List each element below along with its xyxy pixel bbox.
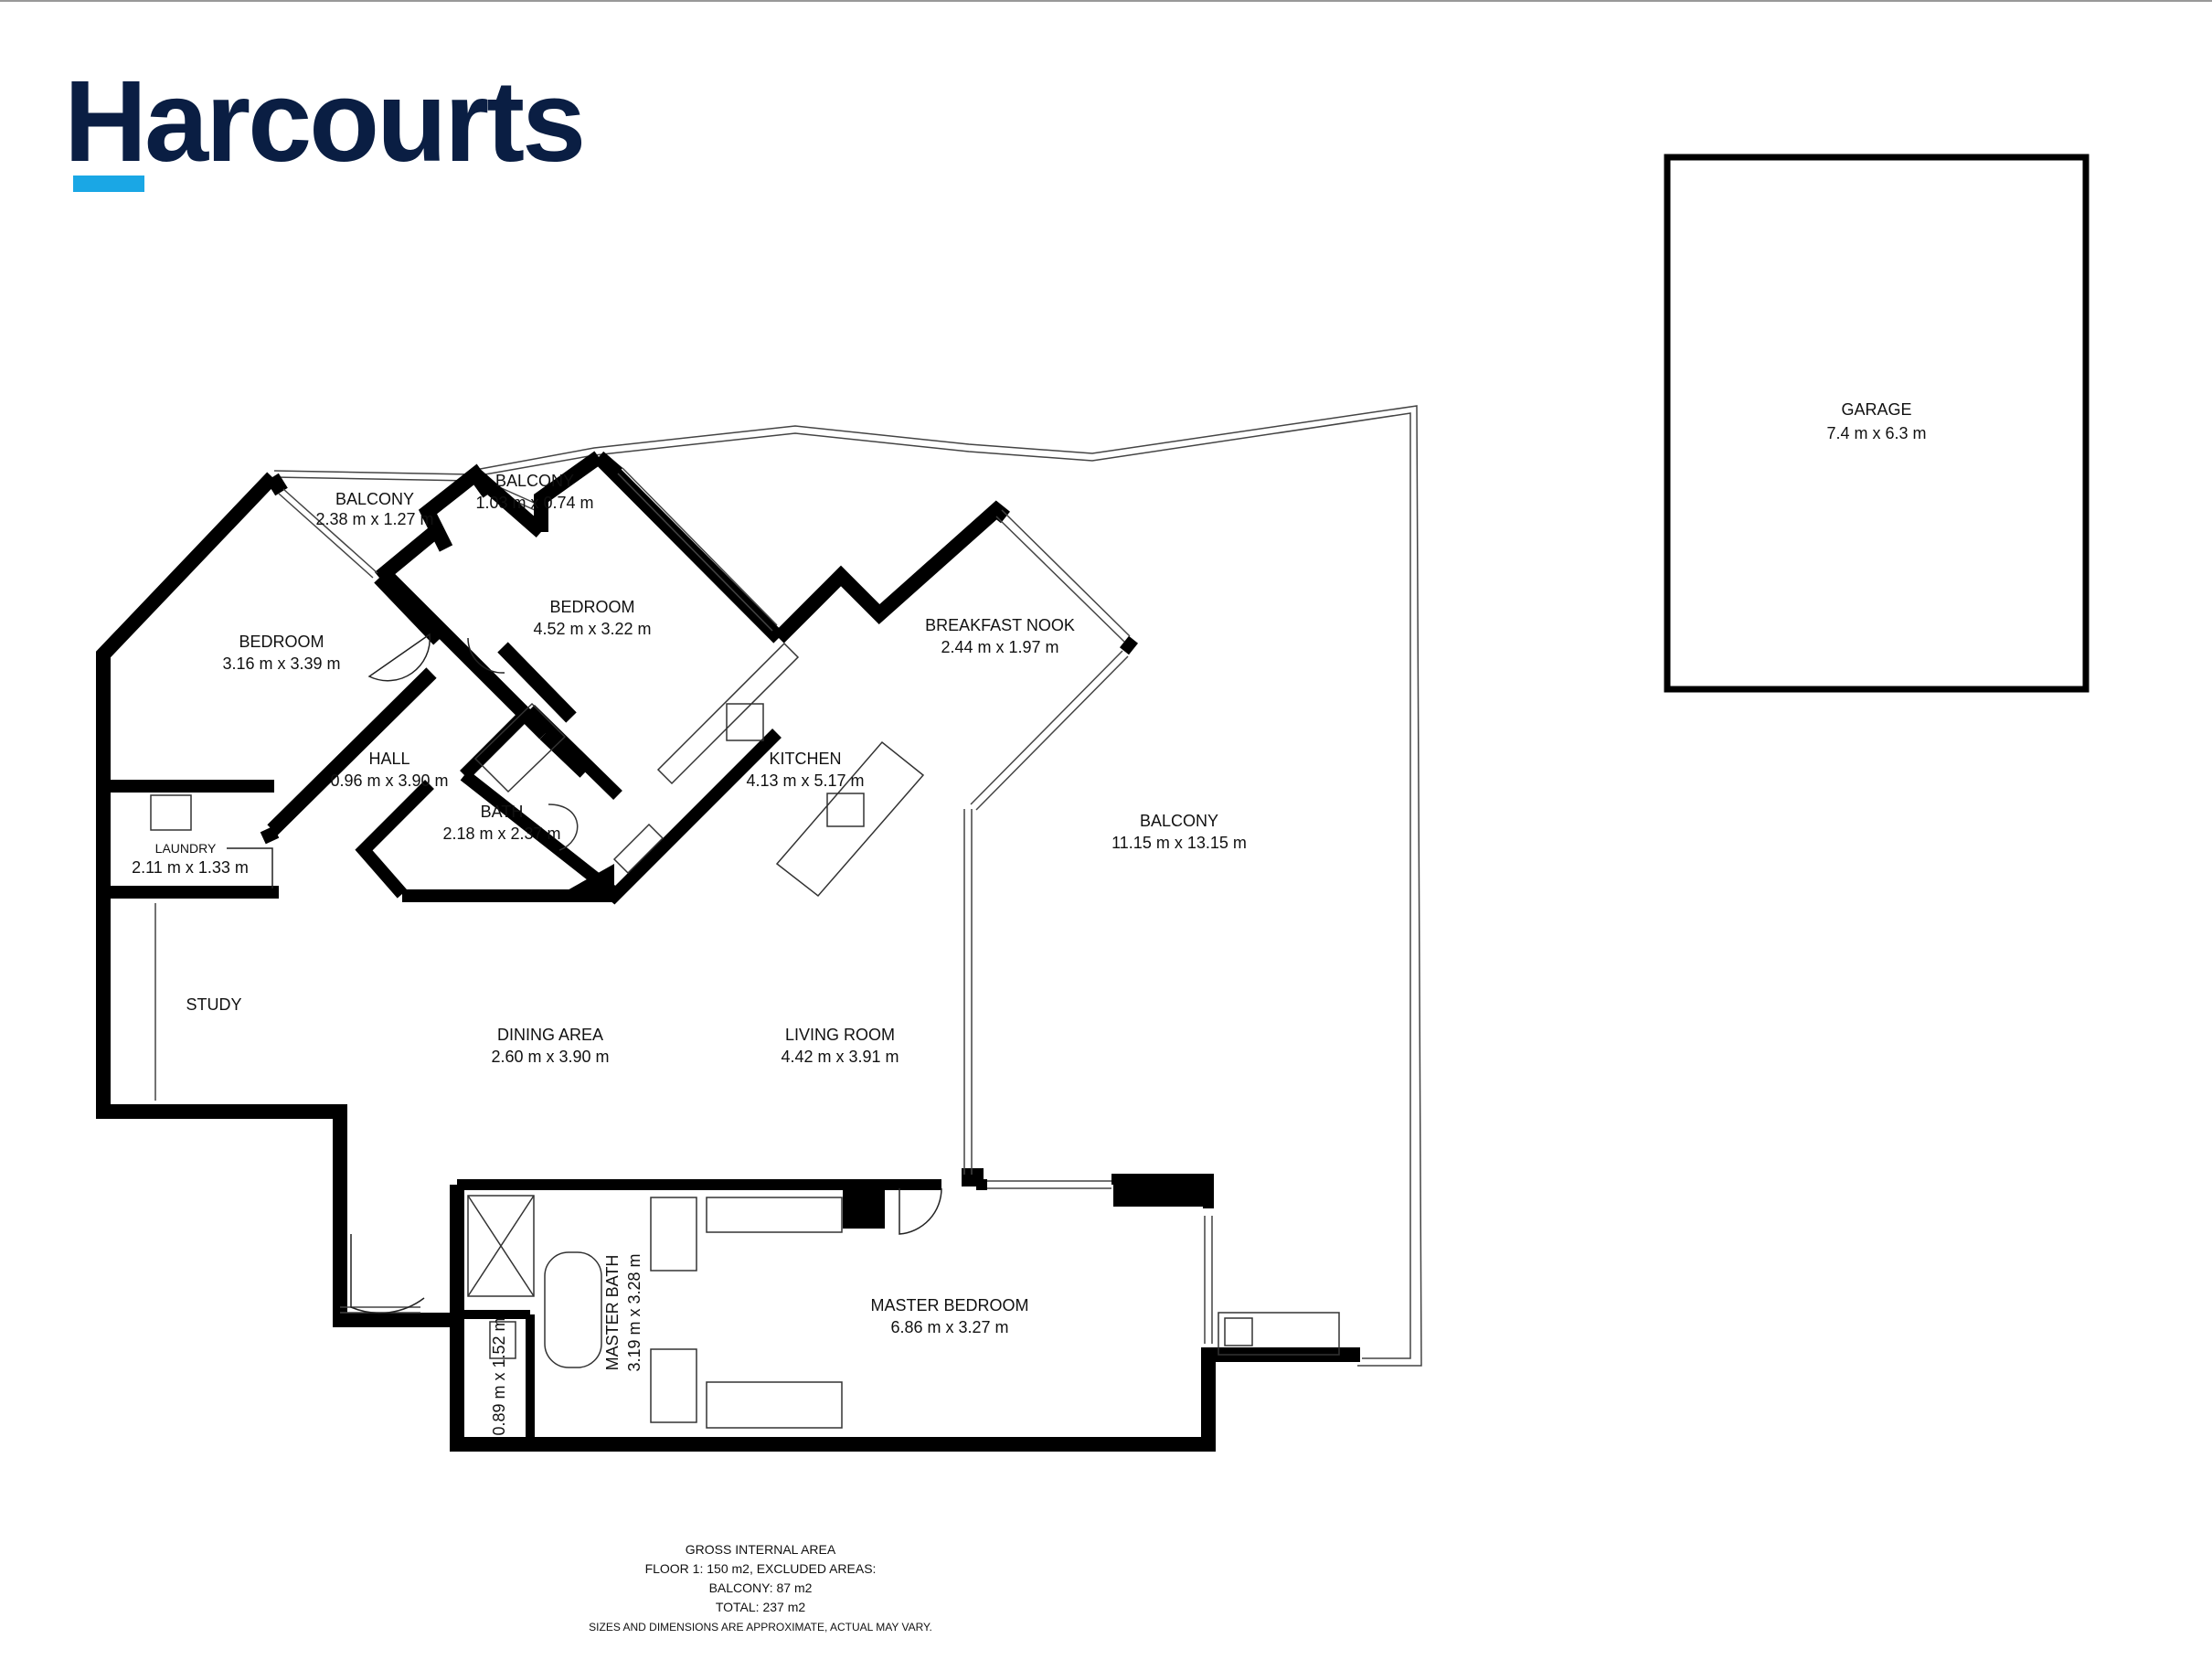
- logo-text: Harcourts: [64, 57, 583, 186]
- living-name: LIVING ROOM: [785, 1026, 895, 1044]
- wall-block: [558, 864, 614, 896]
- balcony-west-dims: 2.38 m x 1.27 m: [315, 510, 433, 528]
- study-name: STUDY: [186, 995, 241, 1014]
- doors: [227, 633, 942, 1314]
- area-balcony: BALCONY: 87 m2: [709, 1580, 813, 1595]
- walls: [96, 451, 1360, 1452]
- hall-name: HALL: [368, 750, 409, 768]
- laundry-name: LAUNDRY: [155, 841, 217, 856]
- wall-block: [962, 1168, 984, 1186]
- cooktop: [726, 703, 764, 741]
- shower: [467, 1195, 535, 1297]
- wc-dims: 0.89 m x 1.52 m: [490, 1317, 508, 1435]
- disclaimer: SIZES AND DIMENSIONS ARE APPROXIMATE, AC…: [589, 1621, 932, 1633]
- garage: [1664, 154, 2090, 693]
- balcony-mid-dims: 1.03 m x 0.74 m: [475, 494, 593, 512]
- bedroom-mid-name: BEDROOM: [549, 598, 634, 616]
- master-bedroom-dims: 6.86 m x 3.27 m: [890, 1318, 1008, 1336]
- area-title: GROSS INTERNAL AREA: [686, 1542, 836, 1557]
- bath-vanity: [473, 702, 567, 793]
- bedroom-west-dims: 3.16 m x 3.39 m: [222, 654, 340, 673]
- vanity: [650, 1197, 697, 1272]
- balcony-mid-name: BALCONY: [495, 472, 574, 490]
- wardrobe: [706, 1381, 843, 1429]
- balcony-main-name: BALCONY: [1140, 812, 1218, 830]
- balcony-main-dims: 11.15 m x 13.15 m: [1111, 834, 1247, 852]
- toilet: [548, 803, 579, 851]
- dining-name: DINING AREA: [497, 1026, 603, 1044]
- fixtures: [150, 642, 1340, 1429]
- master-bedroom-name: MASTER BEDROOM: [870, 1296, 1028, 1314]
- garage-outline: [1664, 154, 2090, 693]
- laundry-sink: [150, 794, 192, 831]
- bedroom-west-name: BEDROOM: [239, 633, 324, 651]
- laundry-dims: 2.11 m x 1.33 m: [132, 858, 249, 877]
- bathtub: [544, 1251, 602, 1368]
- bath-name: BATH: [481, 803, 524, 821]
- master-bath-dims: 3.19 m x 3.28 m: [625, 1253, 643, 1371]
- kitchen-name: KITCHEN: [769, 750, 841, 768]
- room-labels: BALCONY 2.38 m x 1.27 m BALCONY 1.03 m x…: [132, 400, 1926, 1436]
- kitchen-dims: 4.13 m x 5.17 m: [746, 771, 864, 790]
- bath-dims: 2.18 m x 2.37 m: [442, 825, 560, 843]
- dining-dims: 2.60 m x 3.90 m: [491, 1048, 609, 1066]
- logo-underline: [73, 176, 144, 192]
- vanity: [650, 1348, 697, 1423]
- garage-dims: 7.4 m x 6.3 m: [1826, 424, 1926, 442]
- area-total: TOTAL: 237 m2: [716, 1600, 806, 1614]
- island-sink: [826, 793, 865, 827]
- wardrobe: [706, 1197, 843, 1233]
- bedroom-mid-dims: 4.52 m x 3.22 m: [533, 620, 651, 638]
- area-summary: GROSS INTERNAL AREA FLOOR 1: 150 m2, EXC…: [589, 1542, 932, 1633]
- balcony-west-name: BALCONY: [335, 490, 414, 508]
- wall-block: [1113, 1174, 1207, 1207]
- hall-dims: 0.96 m x 3.90 m: [330, 771, 448, 790]
- kitchen-counter: [656, 642, 800, 785]
- area-floor1: FLOOR 1: 150 m2, EXCLUDED AREAS:: [645, 1561, 877, 1576]
- kitchen-counter: [612, 823, 665, 875]
- wall-block: [843, 1185, 885, 1229]
- balcony-bench: [1218, 1312, 1340, 1356]
- kitchen-island: [775, 740, 925, 898]
- toilet: [489, 1321, 516, 1359]
- breakfast-nook-name: BREAKFAST NOOK: [925, 616, 1075, 634]
- breakfast-nook-dims: 2.44 m x 1.97 m: [941, 638, 1058, 656]
- harcourts-logo: Harcourts: [64, 57, 586, 192]
- living-dims: 4.42 m x 3.91 m: [781, 1048, 899, 1066]
- windows: [154, 467, 1213, 1344]
- master-bath-name: MASTER BATH: [603, 1255, 622, 1371]
- garage-name: GARAGE: [1841, 400, 1911, 419]
